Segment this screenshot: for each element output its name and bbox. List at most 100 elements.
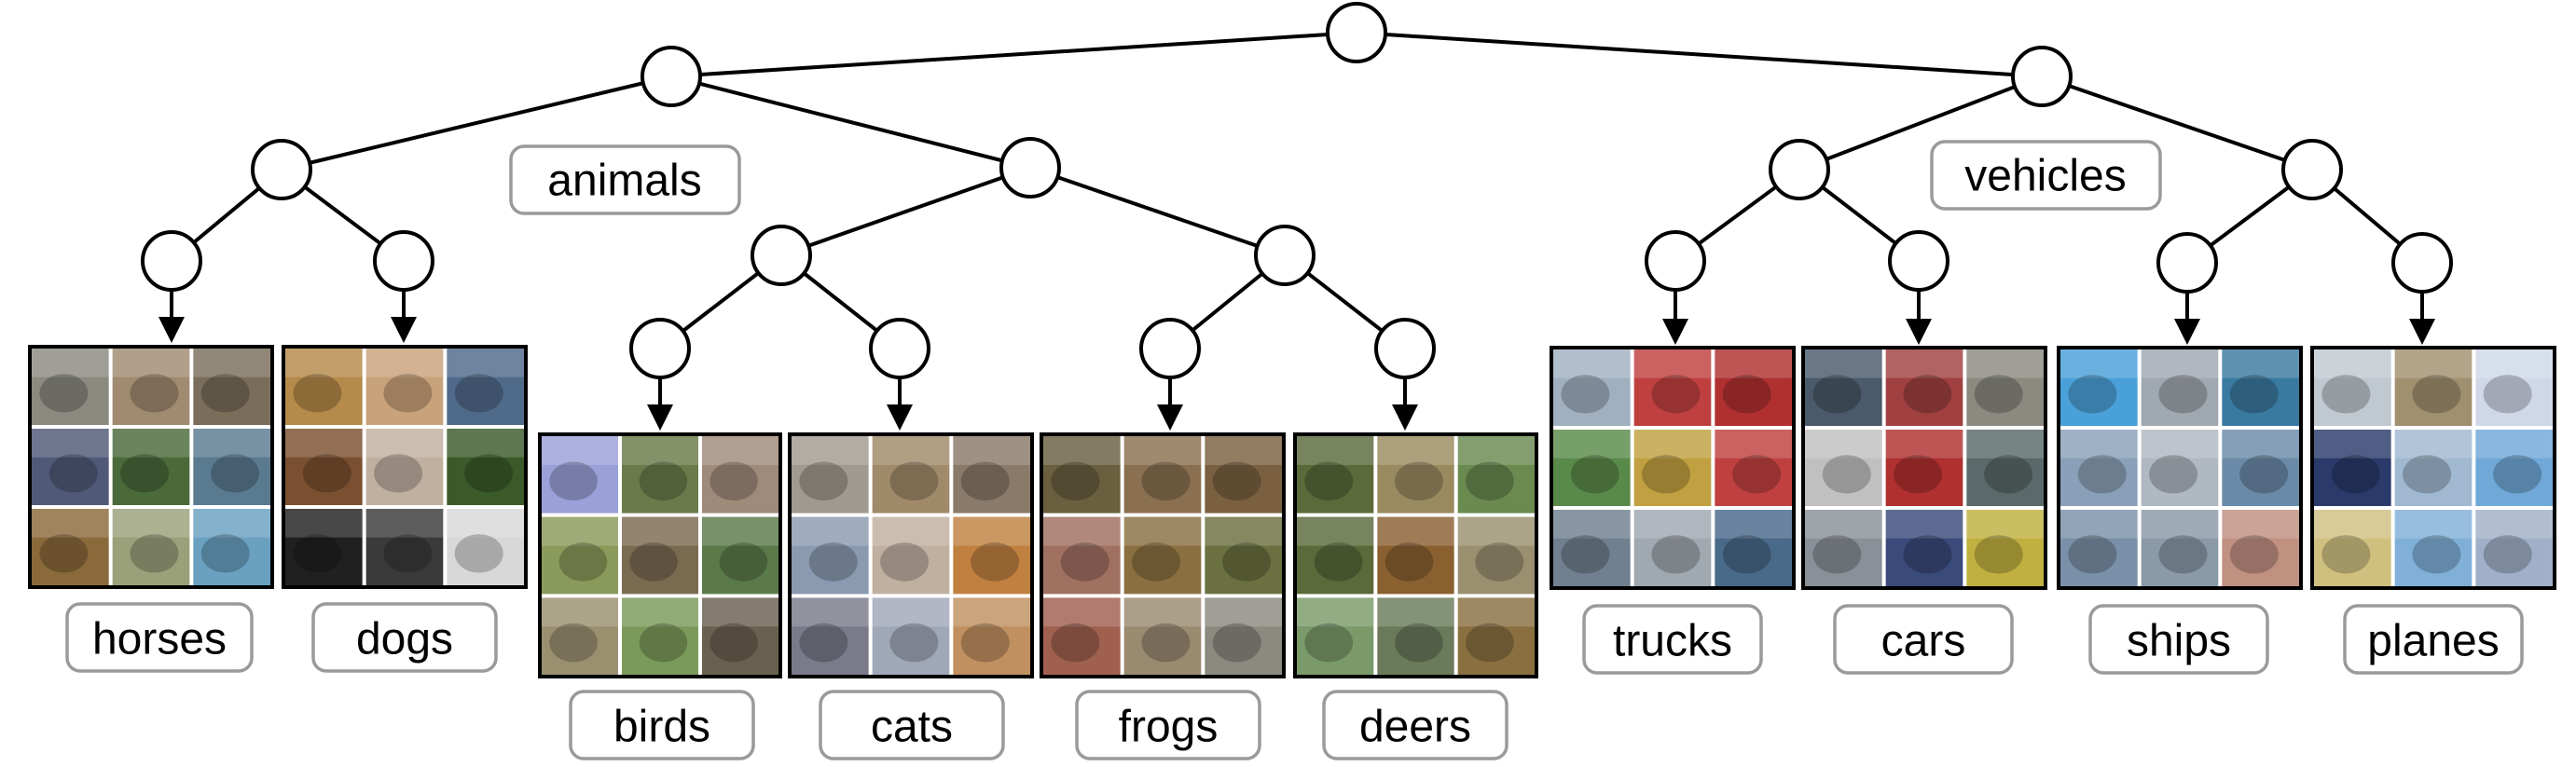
leaf-node-birds (629, 318, 691, 379)
thumbnail-image (1122, 514, 1204, 596)
image-grid-cats (788, 432, 1034, 678)
tree-nodes (141, 2, 2453, 379)
thumbnail-image (790, 596, 871, 677)
leaf-node-ships (2156, 232, 2218, 294)
tree-node (1769, 139, 1830, 200)
image-grid-horses (28, 345, 274, 589)
thumbnail-image (2312, 348, 2393, 428)
thumbnail-image (2312, 428, 2393, 508)
leaf-node-deers (1374, 318, 1436, 379)
thumbnail-image (1803, 428, 1884, 508)
thumbnail-image (1122, 596, 1204, 677)
thumbnail-image (1713, 348, 1794, 428)
thumbnail-image (1964, 428, 2046, 508)
class-label-planes-text: planes (2367, 617, 2499, 666)
thumbnail-image (110, 347, 192, 427)
thumbnail-image (2220, 428, 2301, 508)
vehicles-label: vehicles (1930, 140, 2162, 211)
class-label-frogs: frogs (1075, 690, 1261, 760)
image-grid-birds (538, 432, 782, 678)
thumbnail-image (1203, 514, 1284, 596)
leaf-node-cats (869, 318, 930, 379)
class-label-trucks-text: trucks (1613, 617, 1732, 666)
thumbnail-image (1455, 434, 1536, 515)
class-label-frogs-text: frogs (1119, 703, 1219, 752)
thumbnail-image (1883, 428, 1965, 508)
thumbnail-image (2473, 508, 2555, 588)
class-label-ships-text: ships (2127, 617, 2231, 666)
thumbnail-image (1041, 434, 1123, 515)
thumbnail-image (110, 507, 192, 587)
thumbnail-image (540, 514, 620, 596)
class-label-dogs-text: dogs (356, 615, 453, 664)
thumbnail-image (2473, 348, 2555, 428)
thumbnail-image (2392, 348, 2474, 428)
thumbnail-image (283, 507, 365, 587)
thumbnail-image (1632, 508, 1714, 588)
thumbnail-image (1964, 508, 2046, 588)
thumbnail-image (700, 514, 780, 596)
thumbnail-image (445, 427, 526, 507)
tree-node (251, 139, 312, 200)
class-label-birds-text: birds (613, 703, 710, 752)
animals-label-text: animals (547, 157, 701, 206)
thumbnail-image (283, 427, 365, 507)
thumbnail-image (1551, 508, 1632, 588)
thumbnail-image (540, 596, 620, 677)
thumbnail-image (1803, 348, 1884, 428)
thumbnail-image (2139, 428, 2221, 508)
thumbnail-image (2220, 348, 2301, 428)
class-label-horses: horses (65, 602, 254, 673)
thumbnail-image (2220, 508, 2301, 588)
leaf-node-trucks (1645, 230, 1706, 292)
leaf-node-cars (1888, 230, 1949, 292)
thumbnail-image (30, 427, 111, 507)
thumbnail-image (2473, 428, 2555, 508)
class-label-trucks: trucks (1582, 604, 1763, 675)
leaf-node-horses (141, 230, 202, 292)
thumbnail-image (445, 347, 526, 427)
thumbnail-image (1713, 428, 1794, 508)
thumbnail-image (1041, 596, 1123, 677)
class-label-ships: ships (2088, 604, 2269, 675)
thumbnail-image (790, 514, 871, 596)
thumbnail-image (870, 596, 952, 677)
leaf-node-frogs (1139, 318, 1201, 379)
thumbnail-image (283, 347, 365, 427)
class-label-horses-text: horses (92, 615, 227, 664)
thumbnail-image (2392, 508, 2474, 588)
vehicles-label-text: vehicles (1964, 152, 2126, 201)
thumbnail-image (191, 347, 272, 427)
thumbnail-image (620, 514, 700, 596)
thumbnail-image (1883, 348, 1965, 428)
thumbnail-image (364, 507, 446, 587)
thumbnail-image (364, 427, 446, 507)
thumbnail-image (1551, 428, 1632, 508)
thumbnail-image (2059, 508, 2140, 588)
thumbnail-image (2312, 508, 2393, 588)
thumbnail-image (1455, 514, 1536, 596)
class-label-planes: planes (2343, 604, 2524, 675)
thumbnail-image (110, 427, 192, 507)
thumbnail-image (2139, 508, 2221, 588)
thumbnail-image (1203, 434, 1284, 515)
tree-node (1254, 225, 1316, 286)
tree-node (2281, 139, 2343, 200)
thumbnail-image (2392, 428, 2474, 508)
thumbnail-image (1375, 434, 1456, 515)
thumbnail-image (1375, 514, 1456, 596)
image-grid-deers (1293, 432, 1538, 678)
class-label-dogs: dogs (311, 602, 498, 673)
thumbnail-image (1803, 508, 1884, 588)
vehicles-node (2011, 46, 2073, 107)
thumbnail-image (30, 507, 111, 587)
leaf-arrows (158, 291, 2435, 431)
thumbnail-image (951, 596, 1032, 677)
root-node (1326, 2, 1387, 63)
thumbnail-image (540, 434, 620, 515)
animals-node (641, 46, 702, 107)
image-grid-ships (2057, 346, 2303, 590)
image-grid-planes (2310, 346, 2556, 590)
class-label-birds: birds (569, 690, 755, 760)
thumbnail-image (364, 347, 446, 427)
